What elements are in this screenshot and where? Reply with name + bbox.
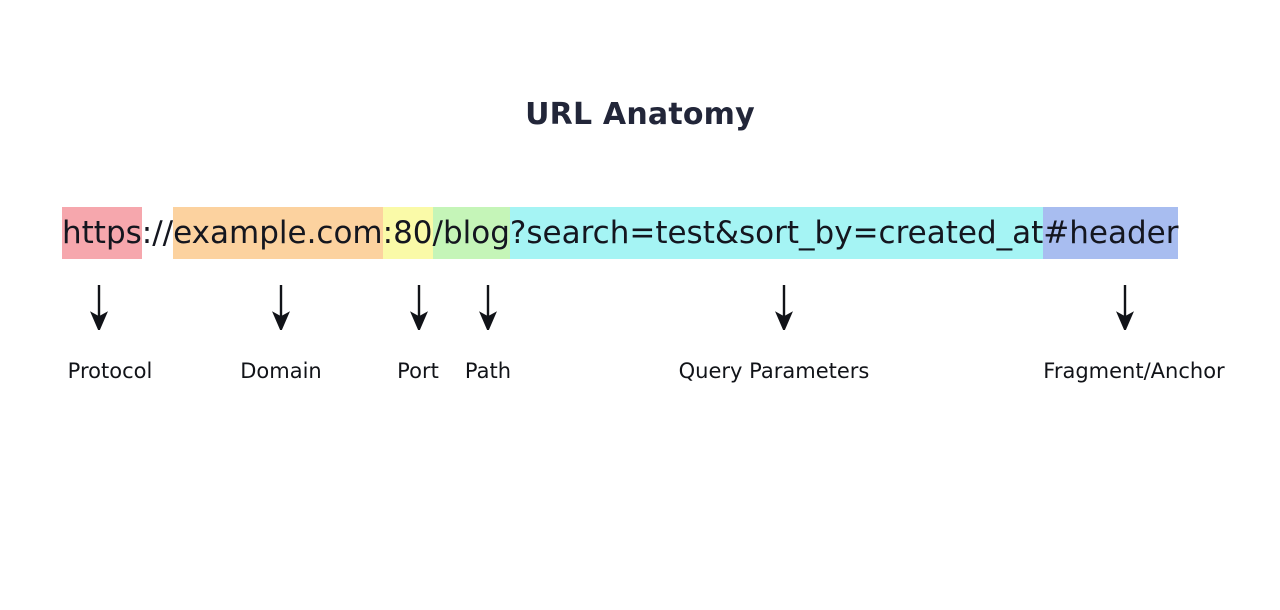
annotation-label-port: Port (397, 359, 439, 383)
url-segment-domain: example.com (173, 207, 383, 259)
annotation-label-fragment: Fragment/Anchor (1043, 359, 1225, 383)
url-segment-port: :80 (382, 207, 433, 259)
arrow-down-icon (477, 285, 499, 330)
url-segment-query: ?search=test&sort_by=created_at (509, 207, 1044, 259)
url-string: https :// example.com :80 /blog ?search=… (62, 207, 1179, 259)
annotation-label-query: Query Parameters (678, 359, 870, 383)
arrow-down-icon (88, 285, 110, 330)
url-segment-fragment: #header (1043, 207, 1179, 259)
arrow-down-icon (773, 285, 795, 330)
annotation-label-path: Path (464, 359, 512, 383)
url-segment-separator: :// (141, 215, 174, 251)
arrow-down-icon (270, 285, 292, 330)
annotation-label-protocol: Protocol (67, 359, 153, 383)
url-segment-protocol: https (62, 207, 142, 259)
arrow-down-icon (408, 285, 430, 330)
page-title: URL Anatomy (525, 97, 755, 132)
annotation-label-domain: Domain (240, 359, 322, 383)
arrow-down-icon (1114, 285, 1136, 330)
url-segment-path: /blog (432, 207, 510, 259)
